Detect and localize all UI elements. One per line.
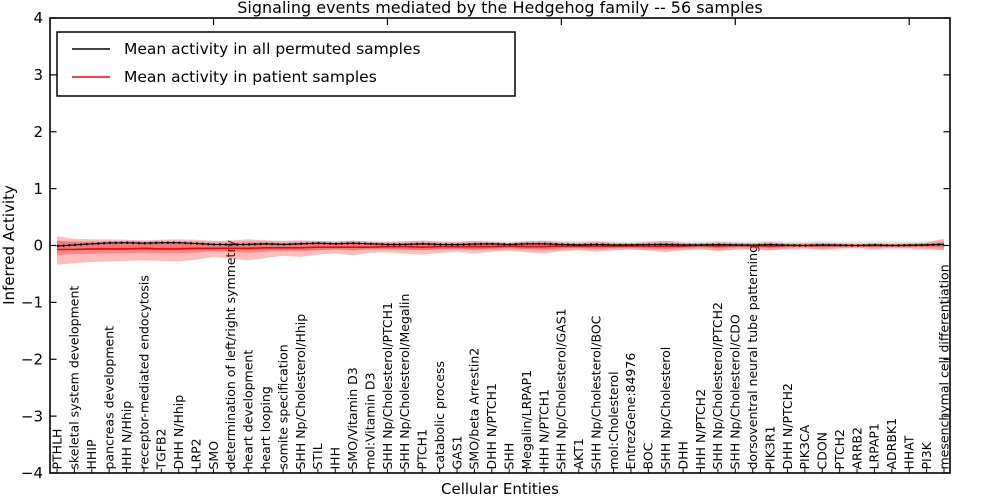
permuted-mean-line bbox=[56, 242, 945, 247]
x-tick-label: receptor-mediated endocytosis bbox=[136, 275, 151, 469]
x-tick-label: DHH N/PTCH1 bbox=[484, 383, 499, 469]
x-tick-label: SHH Np/Cholesterol/PTCH2 bbox=[710, 302, 725, 470]
x-tick-label: heart looping bbox=[258, 386, 273, 469]
x-tick-label: PTHLH bbox=[49, 429, 64, 470]
y-tick-label: 1 bbox=[33, 180, 43, 198]
x-tick-label: heart development bbox=[241, 350, 256, 470]
x-tick-label: ARRB2 bbox=[849, 427, 864, 469]
x-tick-label: AKT1 bbox=[571, 438, 586, 469]
x-tick-label: LRPAP1 bbox=[867, 423, 882, 469]
x-tick-label: SHH Np/Cholesterol/Megalin bbox=[397, 294, 412, 470]
x-tick-label: mol:Vitamin D3 bbox=[362, 373, 377, 470]
x-tick-label: IHH N/PTCH1 bbox=[536, 389, 551, 470]
x-tick-label: TGFB2 bbox=[154, 428, 169, 470]
x-tick-label: somite specification bbox=[275, 344, 290, 469]
x-tick-label: SHH Np/Cholesterol/GAS1 bbox=[554, 308, 569, 469]
x-tick-label: DHH N/PTCH2 bbox=[780, 383, 795, 469]
x-tick-label: DHH N/Hhip bbox=[171, 395, 186, 470]
x-tick-label: SHH Np/Cholesterol/CDO bbox=[728, 314, 743, 469]
plot-frame bbox=[49, 17, 951, 474]
x-tick-label: DHH bbox=[675, 441, 690, 469]
x-tick-label: EntrezGene:84976 bbox=[623, 353, 638, 470]
legend-label-permuted: Mean activity in all permuted samples bbox=[124, 40, 421, 58]
x-tick-label: HHAT bbox=[902, 435, 917, 469]
x-tick-label: skeletal system development bbox=[67, 286, 82, 470]
x-tick-label: PTCH1 bbox=[415, 429, 430, 470]
x-tick-label: GAS1 bbox=[449, 435, 464, 469]
y-tick-label: −1 bbox=[21, 294, 43, 312]
x-tick-label: mesenchymal cell differentiation bbox=[936, 264, 951, 469]
x-tick-label: mol:Cholesterol bbox=[606, 371, 621, 469]
y-tick-label: −2 bbox=[21, 350, 43, 368]
x-tick-label: Megalin/LRPAP1 bbox=[519, 370, 534, 470]
x-tick-label: SMO/beta Arrestin2 bbox=[467, 348, 482, 470]
y-tick-label: 2 bbox=[33, 123, 43, 141]
x-tick-label: catabolic process bbox=[432, 361, 447, 470]
x-tick-label: PIK3R1 bbox=[762, 425, 777, 469]
y-tick-label: 0 bbox=[33, 237, 43, 255]
x-tick-label: SHH bbox=[501, 443, 516, 470]
x-tick-label: PTCH2 bbox=[832, 429, 847, 470]
x-tick-label: dorsoventral neural tube patterning bbox=[745, 245, 760, 470]
x-tick-label: SHH Np/Cholesterol/Hhip bbox=[293, 314, 308, 470]
x-tick-label: PI3K bbox=[919, 441, 934, 469]
chart-title: Signaling events mediated by the Hedgeho… bbox=[237, 0, 762, 17]
x-tick-label: ADRBK1 bbox=[884, 418, 899, 470]
x-tick-label: SHH Np/Cholesterol bbox=[658, 347, 673, 470]
y-axis-label: Inferred Activity bbox=[0, 185, 18, 305]
y-tick-label: 4 bbox=[33, 9, 43, 27]
legend-box bbox=[56, 31, 516, 97]
x-tick-label: IHH N/PTCH2 bbox=[693, 389, 708, 470]
x-tick-label: BOC bbox=[641, 442, 656, 469]
x-tick-label: SMO bbox=[206, 441, 221, 470]
x-tick-label: STIL bbox=[310, 443, 325, 469]
x-tick-label: HHIP bbox=[84, 439, 99, 469]
legend: Mean activity in all permuted samples Me… bbox=[56, 31, 516, 97]
y-tick-label: −4 bbox=[21, 464, 43, 482]
x-axis-label: Cellular Entities bbox=[441, 480, 559, 498]
x-tick-label: CDON bbox=[815, 432, 830, 470]
x-tick-label: determination of left/right symmetry bbox=[223, 239, 238, 469]
x-tick-label: SHH Np/Cholesterol/PTCH1 bbox=[380, 302, 395, 470]
legend-label-patient: Mean activity in patient samples bbox=[124, 68, 377, 86]
x-tick-label: IHH bbox=[328, 447, 343, 470]
x-tick-label: LRP2 bbox=[188, 438, 203, 469]
x-tick-label: IHH N/Hhip bbox=[119, 401, 134, 470]
y-tick-label: −3 bbox=[21, 407, 43, 425]
x-tick-label: pancreas development bbox=[101, 326, 116, 470]
x-tick-label: SHH Np/Cholesterol/BOC bbox=[588, 315, 603, 469]
y-tick-label: 3 bbox=[33, 66, 43, 84]
x-tick-label: PIK3CA bbox=[797, 424, 812, 469]
x-tick-label: SMO/Vitamin D3 bbox=[345, 367, 360, 469]
